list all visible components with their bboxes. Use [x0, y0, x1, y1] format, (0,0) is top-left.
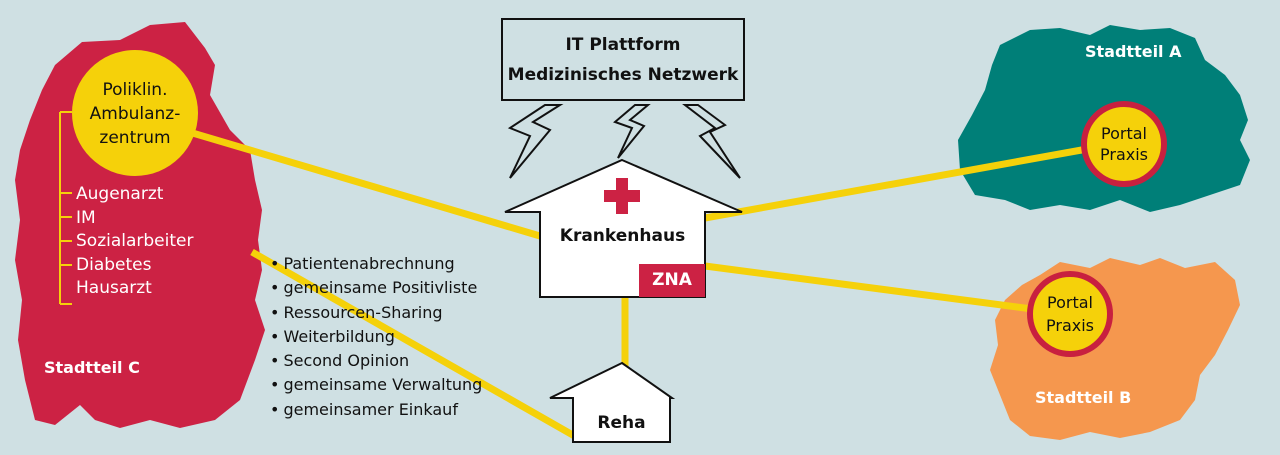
district-b-shape — [990, 258, 1240, 440]
portal-a-node — [1081, 101, 1167, 187]
district-a-label: Stadtteil A — [1085, 42, 1182, 61]
connector-hospital-portal-b — [704, 262, 1071, 318]
service-item: Weiterbildung — [270, 325, 482, 349]
department-list: Augenarzt IM Sozialarbeiter Diabetes Hau… — [76, 183, 193, 301]
district-b-label: Stadtteil B — [1035, 388, 1132, 407]
lightning-bolt-icon — [507, 104, 564, 179]
service-item: Patientenabrechnung — [270, 252, 482, 276]
reha-label: Reha — [597, 413, 646, 433]
portal-b-line2: Praxis — [1046, 316, 1094, 335]
service-item: gemeinsame Positivliste — [270, 276, 482, 300]
service-item: Ressourcen-Sharing — [270, 301, 482, 325]
service-item: Second Opinion — [270, 349, 482, 373]
department-item: Diabetes — [76, 254, 152, 275]
zna-label: ZNA — [652, 270, 692, 290]
lightning-bolt-icon — [613, 104, 651, 159]
portal-b-node — [1027, 271, 1113, 357]
department-tree — [59, 111, 72, 305]
service-item: gemeinsamer Einkauf — [270, 398, 482, 422]
district-c-label: Stadtteil C — [44, 358, 140, 377]
service-item: gemeinsame Verwaltung — [270, 373, 482, 397]
portal-a-line1: Portal — [1101, 124, 1147, 143]
department-item: Augenarzt — [76, 184, 164, 204]
department-item: Hausarzt — [76, 278, 152, 298]
zna-box — [639, 264, 705, 297]
poliklinik-line3: zentrum — [99, 128, 171, 148]
platform-title-line2: Medizinisches Netzwerk — [507, 65, 739, 85]
platform-box — [501, 18, 745, 101]
poliklinik-node — [72, 50, 198, 176]
services-list: Patientenabrechnung gemeinsame Positivli… — [270, 252, 482, 422]
reha-house — [549, 361, 676, 443]
poliklinik-line2: Ambulanz- — [89, 104, 181, 124]
portal-b-line1: Portal — [1047, 293, 1093, 312]
department-item: Sozialarbeiter — [76, 231, 194, 251]
portal-a-line2: Praxis — [1100, 145, 1148, 164]
red-cross-icon — [604, 178, 640, 214]
platform-title-line1: IT Plattform — [565, 35, 681, 55]
lightning-bolt-icon — [682, 104, 741, 179]
hospital-house — [504, 158, 743, 298]
connector-hospital-portal-a — [704, 140, 1116, 222]
lightning-bolts — [507, 104, 741, 179]
poliklinik-line1: Poliklin. — [102, 80, 168, 100]
hospital-label: Krankenhaus — [559, 226, 686, 246]
department-item: IM — [76, 207, 96, 228]
